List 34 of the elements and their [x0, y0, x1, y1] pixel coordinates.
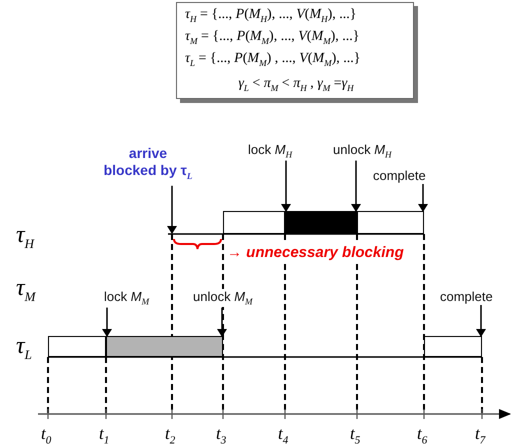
execution-bar: [424, 336, 482, 357]
arrow: [418, 184, 428, 212]
arrow: [167, 186, 177, 234]
time-label: t$_{1}$: [99, 424, 110, 446]
event-label: unlock M$_{H}$: [333, 142, 392, 160]
arrow: [217, 308, 227, 337]
arrow: [351, 160, 361, 212]
task-label: τ$_{H}$: [16, 222, 34, 252]
time-label: t$_{5}$: [350, 424, 360, 446]
execution-bar: [223, 211, 285, 234]
formula-line: τ$_{H}$ = {..., P(M$_{H}$), ..., V(M$_{H}$), ...}: [185, 6, 358, 26]
time-label: t$_{6}$: [417, 424, 428, 446]
task-label: τ$_{M}$: [16, 275, 36, 305]
event-label: complete: [440, 289, 493, 304]
arrow: [281, 160, 291, 212]
time-label: t$_{3}$: [216, 424, 226, 446]
task-label: τ$_{L}$: [16, 333, 32, 363]
execution-bar: [285, 211, 357, 234]
arrow: [476, 305, 486, 337]
event-label: lock M$_{M}$: [104, 289, 150, 307]
time-label: t$_{2}$: [165, 424, 176, 446]
formula-line: τ$_{M}$ = {..., P(M$_{M}$), ..., V(M$_{M}$), ...}: [185, 28, 361, 48]
formula-line: τ$_{L}$ = {..., P(M$_{M}$) , ..., V(M$_{M}$), ...}: [185, 50, 362, 70]
event-label: lock M$_{H}$: [248, 142, 292, 160]
execution-bar: [48, 336, 106, 357]
arrow: [102, 308, 112, 337]
formula-line: γ$_{L}$ < π$_{M}$ < π$_{H}$ , γ$_{M}$ =γ$_{H}$: [237, 75, 355, 96]
execution-bar: [357, 211, 424, 234]
time-label: t$_{0}$: [41, 424, 52, 446]
time-label: t$_{7}$: [475, 424, 486, 446]
event-label: unlock M$_{M}$: [193, 289, 253, 307]
event-label: complete: [373, 168, 426, 183]
execution-bar: [106, 336, 223, 357]
time-label: t$_{4}$: [278, 424, 288, 446]
